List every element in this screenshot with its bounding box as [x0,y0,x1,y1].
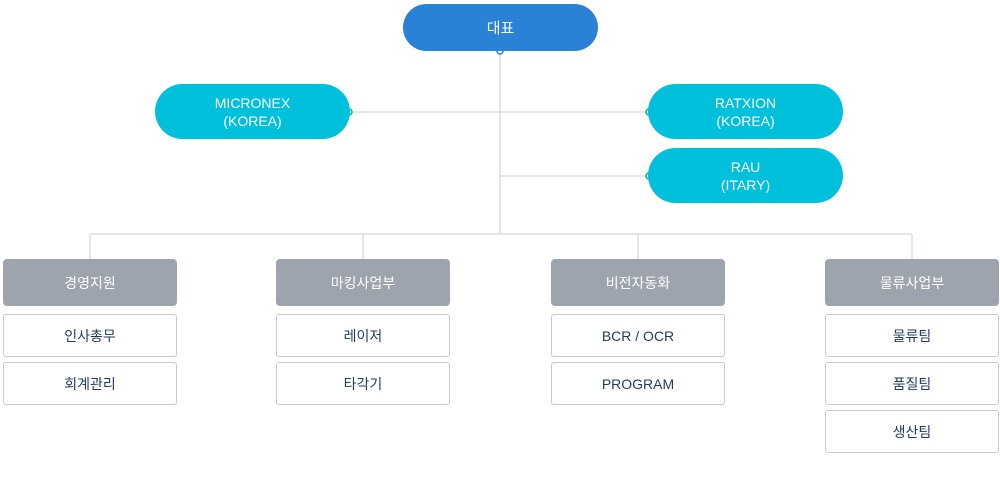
team-node-4-2: 품질팀 [825,362,999,405]
affiliate-node-micronex: MICRONEX (KOREA) [155,84,350,139]
team-node-4-3: 생산팀 [825,410,999,453]
affiliate-node-ratxion: RATXION (KOREA) [648,84,843,139]
team-node-2-2: 타각기 [276,362,450,405]
department-node-1: 경영지원 [3,259,177,306]
team-node-1-1: 인사총무 [3,314,177,357]
affiliate-node-rau: RAU (ITARY) [648,148,843,203]
department-node-4: 물류사업부 [825,259,999,306]
department-node-2: 마킹사업부 [276,259,450,306]
team-node-1-2: 회계관리 [3,362,177,405]
team-node-3-2: PROGRAM [551,362,725,405]
team-node-3-1: BCR / OCR [551,314,725,357]
ceo-node: 대표 [403,4,598,51]
team-node-4-1: 물류팀 [825,314,999,357]
team-node-2-1: 레이저 [276,314,450,357]
department-node-3: 비전자동화 [551,259,725,306]
